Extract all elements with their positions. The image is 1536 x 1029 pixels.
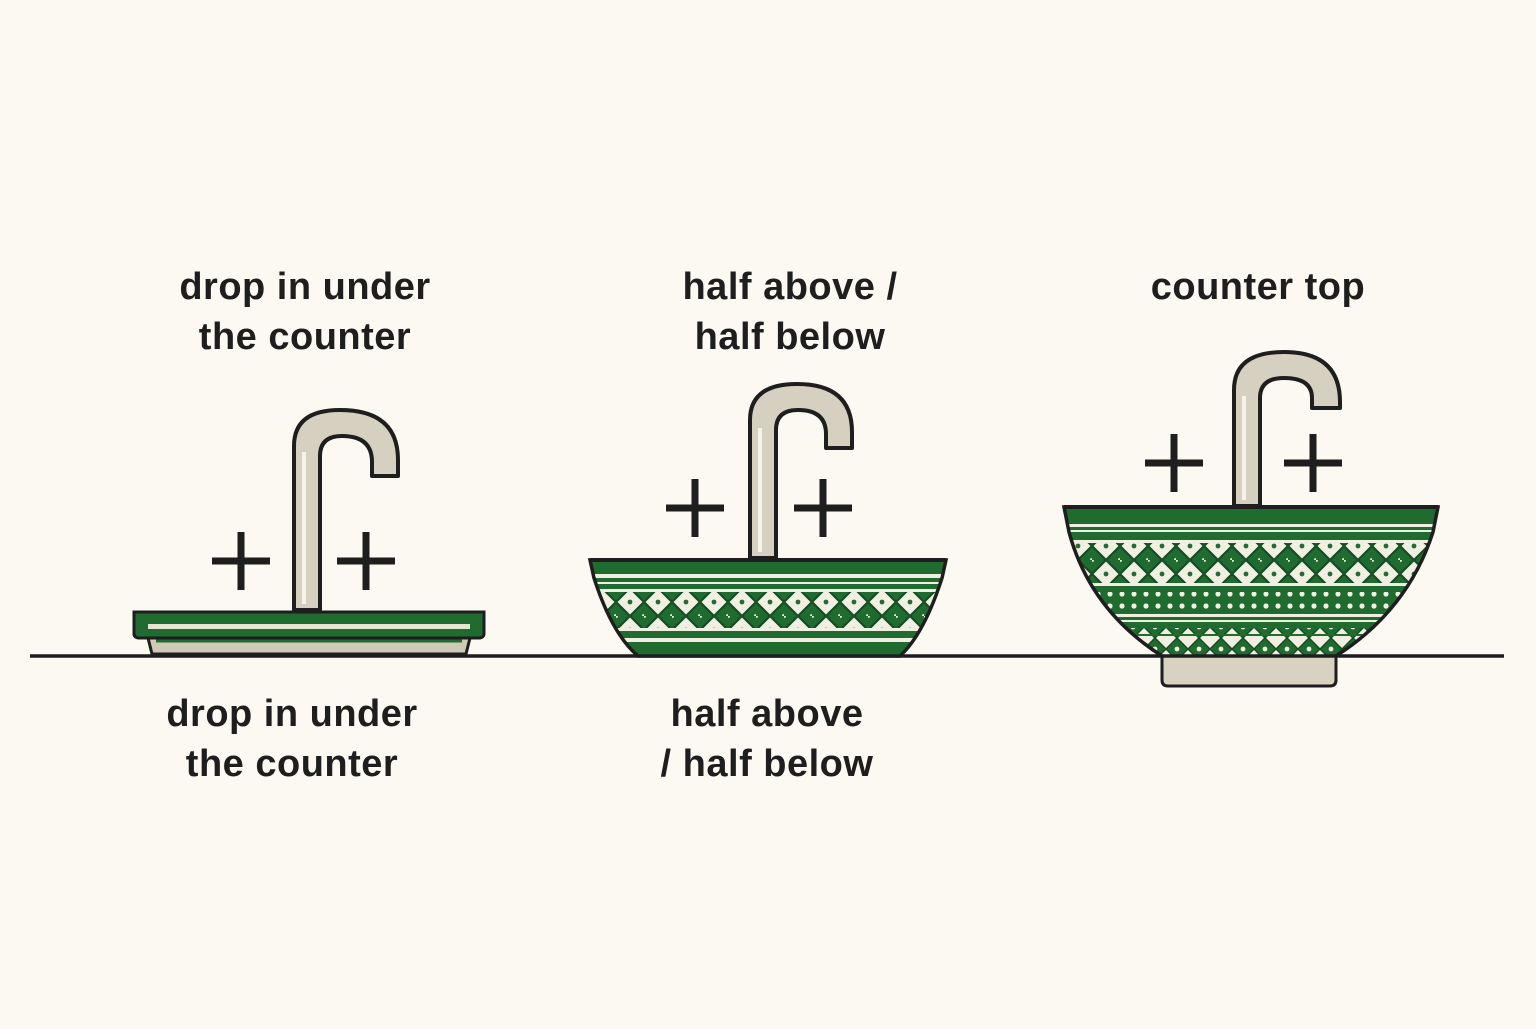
label-line: half above bbox=[670, 693, 864, 735]
label-half-above-half-below-bottom: half above / half below bbox=[567, 689, 967, 789]
faucet-icon bbox=[292, 408, 400, 612]
sink-drop-in-under bbox=[132, 408, 486, 656]
plus-icon bbox=[212, 532, 270, 590]
patterned-vessel-bowl bbox=[1061, 505, 1441, 688]
label-drop-in-under-top: drop in under the counter bbox=[105, 262, 505, 362]
plus-icon bbox=[1284, 434, 1342, 492]
sink-counter-top bbox=[1061, 350, 1441, 688]
plus-icon bbox=[794, 479, 852, 537]
label-line: drop in under bbox=[166, 693, 418, 735]
plus-icon bbox=[666, 479, 724, 537]
label-line: the counter bbox=[185, 743, 399, 785]
label-line: / half below bbox=[660, 743, 874, 785]
faucet-icon bbox=[1232, 350, 1342, 508]
label-drop-in-under-bottom: drop in under the counter bbox=[92, 689, 492, 789]
plus-icon bbox=[337, 532, 395, 590]
label-line: the counter bbox=[198, 316, 412, 358]
faucet-icon bbox=[748, 382, 854, 560]
label-line: half below bbox=[694, 316, 886, 358]
label-counter-top: counter top bbox=[1058, 262, 1458, 312]
label-line: half above / bbox=[682, 266, 898, 308]
label-half-above-half-below-top: half above / half below bbox=[590, 262, 990, 362]
shallow-basin bbox=[132, 610, 486, 656]
label-line: drop in under bbox=[179, 266, 431, 308]
sink-half-above-half-below bbox=[587, 382, 949, 658]
plus-icon bbox=[1145, 434, 1203, 492]
patterned-bowl bbox=[587, 558, 949, 658]
label-line: counter top bbox=[1150, 266, 1366, 308]
